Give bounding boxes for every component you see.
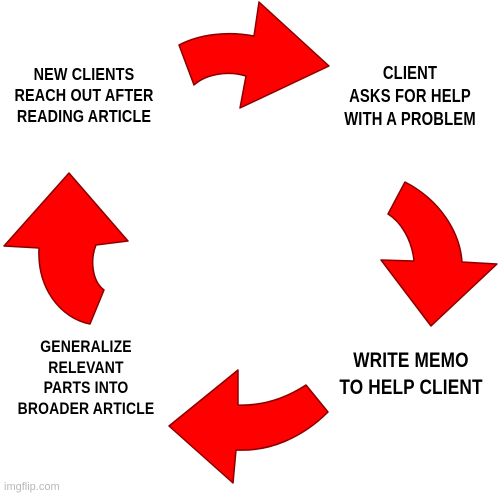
arrow-left: [3, 172, 129, 325]
arrow-bottom: [168, 369, 329, 484]
arrow-top: [178, 1, 330, 109]
step-generalize-label: GENERALIZE RELEVANT PARTS INTO BROADER A…: [17, 337, 155, 418]
watermark: imgflip.com: [4, 481, 60, 493]
arrow-right: [380, 181, 498, 327]
step-new-clients-label: NEW CLIENTS REACH OUT AFTER READING ARTI…: [14, 64, 154, 126]
step-client-asks-label: CLIENT ASKS FOR HELP WITH A PROBLEM: [344, 63, 476, 129]
step-write-memo-label: WRITE MEMO TO HELP CLIENT: [339, 349, 483, 399]
